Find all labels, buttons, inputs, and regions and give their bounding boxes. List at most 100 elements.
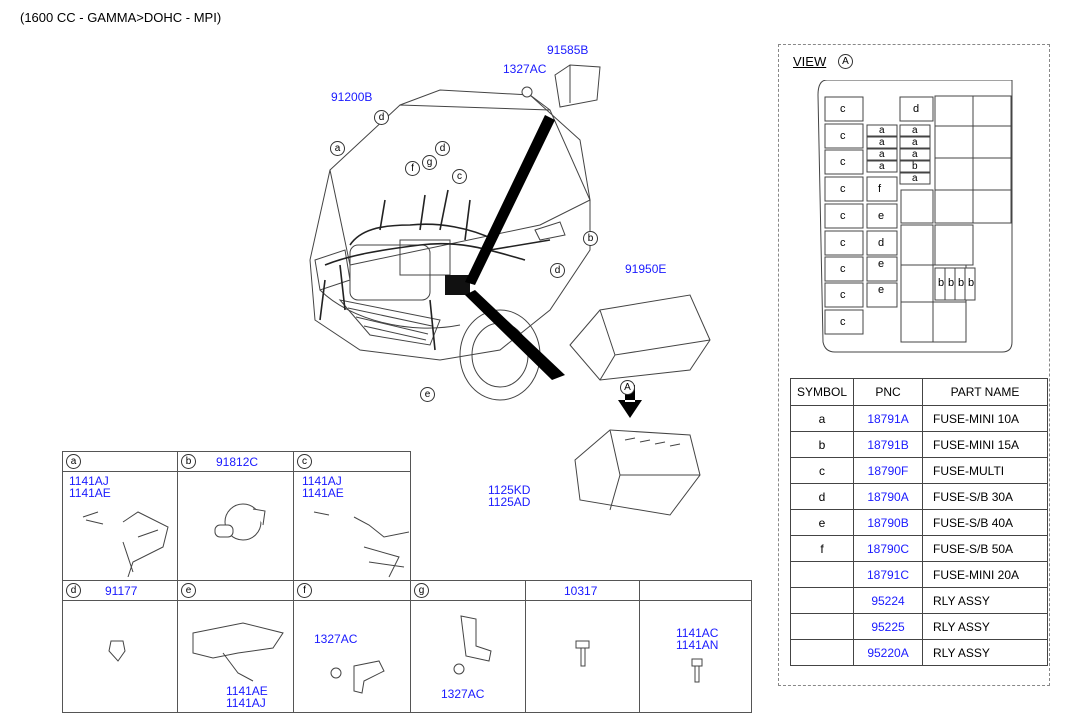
fuse-layout-diagram <box>817 80 1013 353</box>
part-pnc: 91812C <box>216 455 259 469</box>
symbol-b-marker: b <box>583 231 598 246</box>
symbol-cell <box>789 613 855 640</box>
fuse-label: a <box>879 149 885 160</box>
symbol-e: e <box>181 583 196 598</box>
nut-callout: 1327AC <box>503 62 547 76</box>
name-cell: RLY ASSY <box>922 587 1049 614</box>
name-cell: FUSE-MULTI <box>922 457 1049 484</box>
fuse-label: a <box>879 125 885 136</box>
part-pnc: 91177 <box>105 584 138 598</box>
symbol-f-marker: f <box>405 161 420 176</box>
part-label: 1141AJ <box>69 474 109 488</box>
part-cell-c: c 1141AJ 1141AE <box>293 451 411 581</box>
name-cell: RLY ASSY <box>922 639 1049 666</box>
pnc-cell: 18791C <box>853 561 924 588</box>
fuse-label: c <box>840 130 846 142</box>
fuse-label: a <box>912 137 918 148</box>
fuse-label: d <box>913 103 920 115</box>
fuse-box-cover-illustration <box>569 294 711 381</box>
symbol-cell: f <box>789 535 855 562</box>
pnc-cell: 95225 <box>853 613 924 640</box>
table-header-row: SYMBOL PNC PART NAME <box>789 378 1049 406</box>
fuse-label: c <box>840 103 846 115</box>
bolt-illustration <box>691 658 703 683</box>
part-cell-bolt-2: 1141AC 1141AN <box>639 580 752 713</box>
pnc-cell: 95224 <box>853 587 924 614</box>
part-label: 1141AJ <box>302 474 342 488</box>
symbol-a: a <box>66 454 81 469</box>
part-label: 1327AC <box>441 687 485 701</box>
bracket-illustration <box>453 615 492 675</box>
fuse-label: c <box>840 237 846 249</box>
part-label: 1141AJ <box>226 696 266 710</box>
symbol-b: b <box>181 454 196 469</box>
symbol-g: g <box>414 583 429 598</box>
pnc-cell: 18791B <box>853 431 924 458</box>
bracket-illustration <box>313 511 409 578</box>
bracket-illustration <box>192 622 284 682</box>
part-label: 1141AE <box>226 684 268 698</box>
part-label: 1141AE <box>302 486 344 500</box>
symbol-f: f <box>297 583 312 598</box>
symbol-a-marker: a <box>330 141 345 156</box>
name-cell: FUSE-S/B 30A <box>922 483 1049 510</box>
part-cell-g: g 1327AC <box>410 580 526 713</box>
fuse-label: a <box>912 149 918 160</box>
bolt-callout-2: 1125AD <box>488 495 531 509</box>
fuse-label: c <box>840 289 846 301</box>
fuse-label: c <box>840 263 846 275</box>
column-header: PART NAME <box>922 378 1049 406</box>
grommet-illustration <box>214 503 266 541</box>
column-header: SYMBOL <box>789 378 855 406</box>
part-pnc: 10317 <box>564 584 598 598</box>
fuse-label: f <box>878 183 882 195</box>
fuse-label: a <box>912 173 918 184</box>
pnc-cell: 18791A <box>853 405 924 432</box>
name-cell: FUSE-MINI 15A <box>922 431 1049 458</box>
part-label: 1141AE <box>69 486 111 500</box>
relay-box-callout: 91585B <box>547 43 589 57</box>
name-cell: FUSE-MINI 10A <box>922 405 1049 432</box>
fuse-label: b <box>912 161 918 172</box>
fuse-label: e <box>878 258 885 270</box>
relay-box-illustration <box>521 64 601 108</box>
symbol-d: d <box>66 583 81 598</box>
pnc-cell: 18790A <box>853 483 924 510</box>
name-cell: FUSE-S/B 40A <box>922 509 1049 536</box>
part-cell-b: b 91812C <box>177 451 294 581</box>
engine-bay-illustration <box>309 89 591 401</box>
part-label: 1141AC <box>676 626 719 640</box>
symbol-d-marker: d <box>550 263 565 278</box>
fuse-label: d <box>878 237 885 249</box>
view-panel <box>778 44 1050 686</box>
part-cell-e: e 1141AE 1141AJ <box>177 580 294 713</box>
column-header: PNC <box>853 378 924 406</box>
name-cell: RLY ASSY <box>922 613 1049 640</box>
symbol-c: c <box>297 454 312 469</box>
view-title: VIEW <box>793 54 827 69</box>
symbol-g-marker: g <box>422 155 437 170</box>
pnc-cell: 18790F <box>853 457 924 484</box>
pnc-cell: 18790C <box>853 535 924 562</box>
fuse-label: a <box>879 161 885 172</box>
fuse-label: a <box>879 137 885 148</box>
fuse-label: b <box>938 277 945 289</box>
part-cell-d: d 91177 <box>62 580 178 713</box>
fuse-label: e <box>878 210 885 222</box>
harness-callout: 91200B <box>331 90 373 104</box>
clip-illustration <box>108 640 126 662</box>
bolt-callout-1: 1125KD <box>488 483 531 497</box>
view-marker: A <box>838 54 853 69</box>
symbol-cell <box>789 587 855 614</box>
part-cell-a: a 1141AJ 1141AE <box>62 451 178 581</box>
